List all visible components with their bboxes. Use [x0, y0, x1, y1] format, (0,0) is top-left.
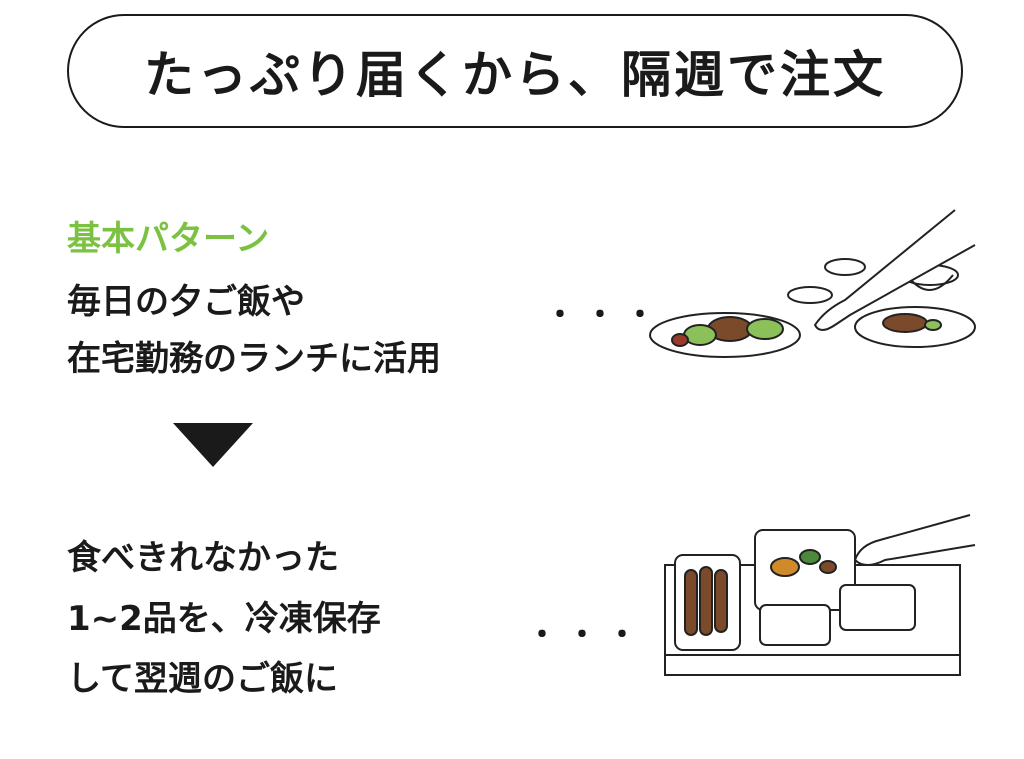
title-banner: たっぷり届くから、隔週で注文: [67, 14, 963, 128]
down-arrow-icon: [173, 423, 253, 467]
dinner-plates-illustration: [649, 209, 976, 358]
leftover-line-1: 食べきれなかった: [67, 538, 339, 578]
leftover-ellipsis: ・・・: [527, 618, 647, 653]
pattern-line-2: 在宅勤務のランチに活用: [67, 339, 441, 379]
freezer-containers-illustration: [664, 514, 976, 676]
leftover-line-3: して翌週のご飯に: [67, 659, 338, 699]
page-title: たっぷり届くから、隔週で注文: [144, 46, 886, 104]
pattern-label: 基本パターン: [67, 219, 270, 259]
pattern-line-1: 毎日の夕ご飯や: [67, 282, 305, 322]
pattern-ellipsis: ・・・: [545, 298, 665, 333]
leftover-line-2: 1~2品を、冷凍保存: [67, 599, 381, 639]
